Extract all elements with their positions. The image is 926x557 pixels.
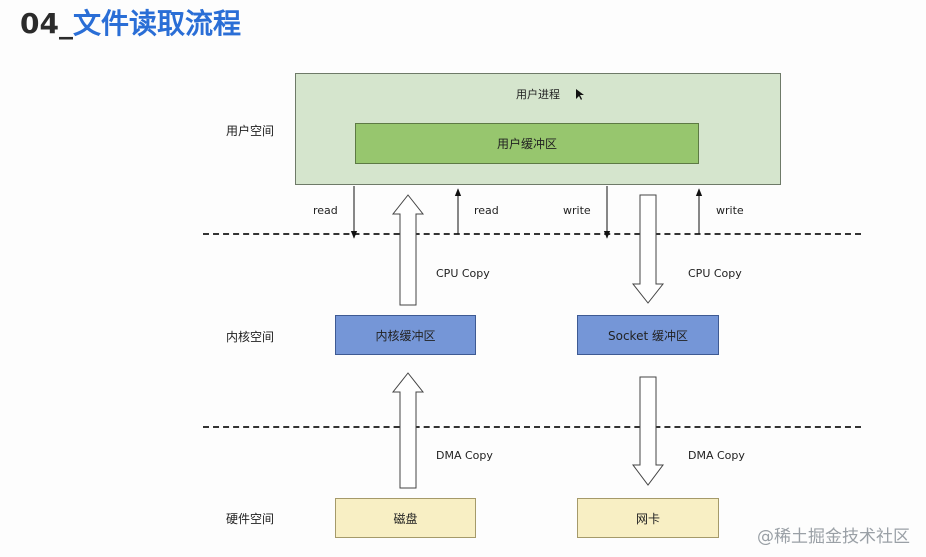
cpu-copy-down-arrow xyxy=(631,194,665,304)
cpu-copy-up-arrow xyxy=(391,194,425,306)
dma-copy-up-arrow xyxy=(391,372,425,489)
zone-label-user: 用户空间 xyxy=(226,124,275,138)
watermark: @稀土掘金技术社区 xyxy=(757,527,910,547)
nic-box: 网卡 xyxy=(577,498,719,538)
read-label-right: read xyxy=(474,204,499,217)
user-process-label: 用户进程 xyxy=(516,88,560,101)
cpu-copy-label-right: CPU Copy xyxy=(688,267,742,280)
write-label-left: write xyxy=(563,204,591,217)
read-label-left: read xyxy=(313,204,338,217)
cursor-icon xyxy=(576,89,584,100)
kernel-buffer-box: 内核缓冲区 xyxy=(335,315,476,355)
write-label-right: write xyxy=(716,204,744,217)
cpu-copy-label-left: CPU Copy xyxy=(436,267,490,280)
dma-copy-label-left: DMA Copy xyxy=(436,449,493,462)
title-text: 文件读取流程 xyxy=(72,7,241,40)
user-kernel-boundary xyxy=(203,233,861,235)
zone-label-kernel: 内核空间 xyxy=(226,330,275,344)
kernel-buffer-label: 内核缓冲区 xyxy=(375,328,436,343)
nic-label: 网卡 xyxy=(635,511,660,526)
user-buffer-box: 用户缓冲区 xyxy=(355,123,699,164)
socket-buffer-label: Socket 缓冲区 xyxy=(608,328,688,343)
dma-copy-label-right: DMA Copy xyxy=(688,449,745,462)
title-number: 04_ xyxy=(20,7,73,40)
socket-buffer-box: Socket 缓冲区 xyxy=(577,315,719,355)
disk-box: 磁盘 xyxy=(335,498,476,538)
dma-copy-down-arrow xyxy=(632,376,664,486)
disk-label: 磁盘 xyxy=(393,511,418,526)
zone-label-hardware: 硬件空间 xyxy=(226,512,275,526)
user-buffer-label: 用户缓冲区 xyxy=(496,137,557,151)
page-title: 04_文件读取流程 xyxy=(20,6,241,42)
kernel-hardware-boundary xyxy=(203,426,861,428)
